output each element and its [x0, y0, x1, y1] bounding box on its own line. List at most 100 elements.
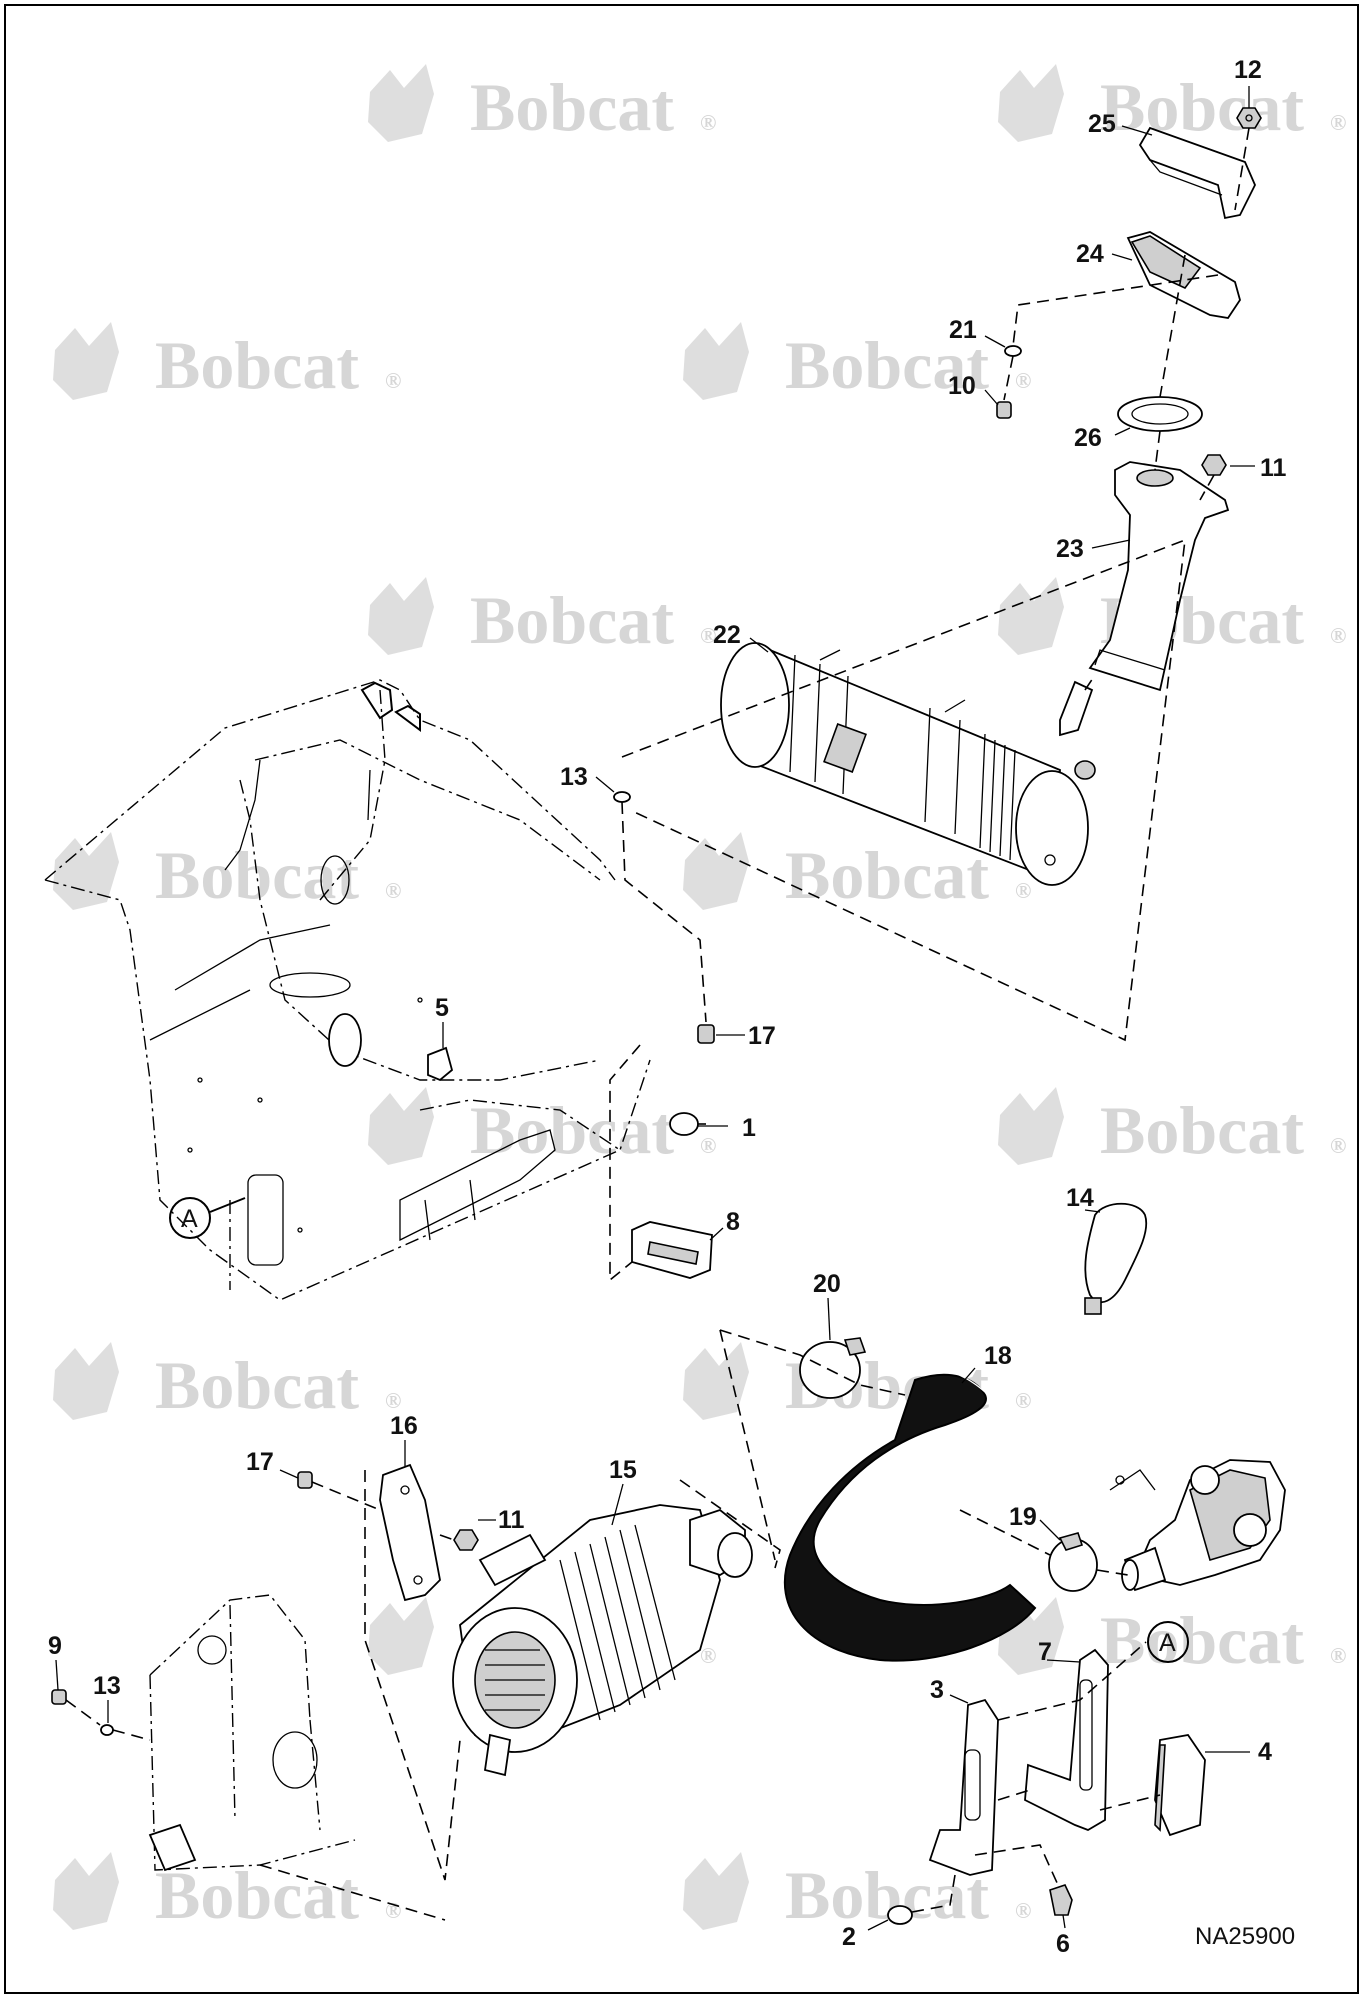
watermark-8: Bobcat ® [683, 832, 1031, 913]
svg-text:Bobcat: Bobcat [785, 327, 989, 403]
svg-text:®: ® [700, 1643, 716, 1668]
part-11-nut-lower [453, 1529, 479, 1551]
svg-text:®: ® [1015, 1898, 1031, 1923]
callout-13-lower: 13 [93, 1672, 121, 1700]
svg-text:Bobcat: Bobcat [155, 837, 359, 913]
part-6-clip [1049, 1884, 1073, 1916]
callout-24: 24 [1076, 240, 1104, 268]
callout-22: 22 [713, 621, 741, 649]
svg-text:Bobcat: Bobcat [155, 327, 359, 403]
svg-text:Bobcat: Bobcat [470, 1092, 674, 1168]
svg-text:Bobcat: Bobcat [785, 837, 989, 913]
svg-text:®: ® [1330, 110, 1346, 135]
callout-6: 6 [1056, 1930, 1070, 1958]
callout-18: 18 [984, 1342, 1012, 1370]
lower-frame-section [148, 1594, 356, 1872]
watermark-11: Bobcat ® [53, 1342, 401, 1423]
part-4-cover [1154, 1734, 1206, 1837]
callout-19: 19 [1009, 1503, 1037, 1531]
callout-7: 7 [1038, 1638, 1052, 1666]
part-25-exhaust-cap [1138, 126, 1256, 220]
reference-mark-a-frame: A [169, 1197, 246, 1239]
svg-text:®: ® [700, 623, 716, 648]
part-3-mount-bracket [928, 1698, 999, 1876]
callout-13-top: 13 [560, 763, 588, 791]
watermark-layer: Bobcat® Bobcat® Bobcat® Bobcat® Bobcat® … [53, 64, 1346, 1933]
svg-text:Bobcat: Bobcat [155, 1857, 359, 1933]
reference-mark-a-bracket: A [1147, 1621, 1189, 1663]
svg-text:Bobcat: Bobcat [1100, 1092, 1304, 1168]
callout-25: 25 [1088, 110, 1116, 138]
svg-text:Bobcat: Bobcat [1100, 1602, 1304, 1678]
svg-text:A: A [1159, 1629, 1176, 1657]
callout-20: 20 [813, 1270, 841, 1298]
part-12-nut [1236, 107, 1262, 129]
watermark-5: Bobcat ® [368, 577, 716, 658]
svg-text:Bobcat: Bobcat [1100, 69, 1304, 145]
svg-text:®: ® [1015, 368, 1031, 393]
part-5-plug [427, 1046, 454, 1082]
part-14-band-clamp [1084, 1202, 1148, 1315]
svg-text:Bobcat: Bobcat [470, 582, 674, 658]
svg-text:®: ® [700, 110, 716, 135]
part-8-foam-seal [631, 1221, 713, 1279]
callout-1: 1 [742, 1114, 756, 1142]
watermark-15: Bobcat ® [53, 1852, 401, 1933]
chassis-frame [44, 679, 651, 1301]
part-13-washer-top [613, 791, 631, 803]
part-22-diesel-particulate-filter [720, 642, 1089, 886]
part-23-exhaust-pipe [1059, 461, 1230, 780]
callout-10: 10 [948, 372, 976, 400]
callout-15: 15 [609, 1456, 637, 1484]
part-10-bolt [996, 401, 1012, 419]
callout-23: 23 [1056, 535, 1084, 563]
callout-11-top: 11 [1260, 454, 1287, 482]
watermark-1: Bobcat ® [368, 64, 716, 145]
callout-11-lower: 11 [498, 1506, 525, 1534]
svg-text:®: ® [700, 1133, 716, 1158]
assembly-lines [65, 127, 1250, 1921]
part-21-washer [1004, 345, 1022, 357]
part-26-gasket [1117, 396, 1203, 432]
svg-text:®: ® [1330, 623, 1346, 648]
part-18-intake-hose [784, 1367, 1037, 1662]
watermark-9: Bobcat ® [368, 1087, 716, 1168]
part-9-bolt [51, 1689, 67, 1705]
part-17-bolt-mid [697, 1024, 715, 1044]
part-11-nut-top [1201, 454, 1227, 476]
callout-2: 2 [842, 1923, 856, 1951]
watermark-4: Bobcat ® [683, 322, 1031, 403]
callout-12: 12 [1234, 56, 1262, 84]
part-2-grommet [887, 1905, 913, 1925]
callout-17-lower: 17 [246, 1448, 274, 1476]
callout-14: 14 [1066, 1184, 1094, 1212]
drawing-number: NA25900 [1195, 1923, 1295, 1950]
svg-text:®: ® [385, 1388, 401, 1413]
svg-text:®: ® [1330, 1133, 1346, 1158]
svg-text:®: ® [1015, 1388, 1031, 1413]
svg-text:®: ® [1015, 878, 1031, 903]
watermark-2: Bobcat ® [998, 64, 1346, 145]
svg-text:®: ® [385, 1898, 401, 1923]
svg-text:®: ® [1330, 1643, 1346, 1668]
turbocharger-assembly [1109, 1459, 1286, 1592]
watermark-10: Bobcat ® [998, 1087, 1346, 1168]
part-16-bracket [379, 1463, 441, 1602]
leader-lines [55, 86, 1255, 1931]
callout-17-mid: 17 [748, 1022, 776, 1050]
callout-21: 21 [949, 316, 977, 344]
svg-text:Bobcat: Bobcat [470, 69, 674, 145]
callout-5: 5 [435, 994, 449, 1022]
svg-text:Bobcat: Bobcat [155, 1347, 359, 1423]
watermark-3: Bobcat® [53, 322, 401, 403]
diagram-border [4, 4, 1359, 1994]
callout-3: 3 [930, 1676, 944, 1704]
part-17-bolt-lower [297, 1471, 313, 1489]
part-7-mount-bracket [1024, 1648, 1109, 1831]
callout-9: 9 [48, 1632, 62, 1660]
part-1-o-ring [669, 1112, 699, 1136]
part-13-washer-lower [100, 1724, 114, 1736]
watermark-7: Bobcat® [53, 832, 401, 913]
